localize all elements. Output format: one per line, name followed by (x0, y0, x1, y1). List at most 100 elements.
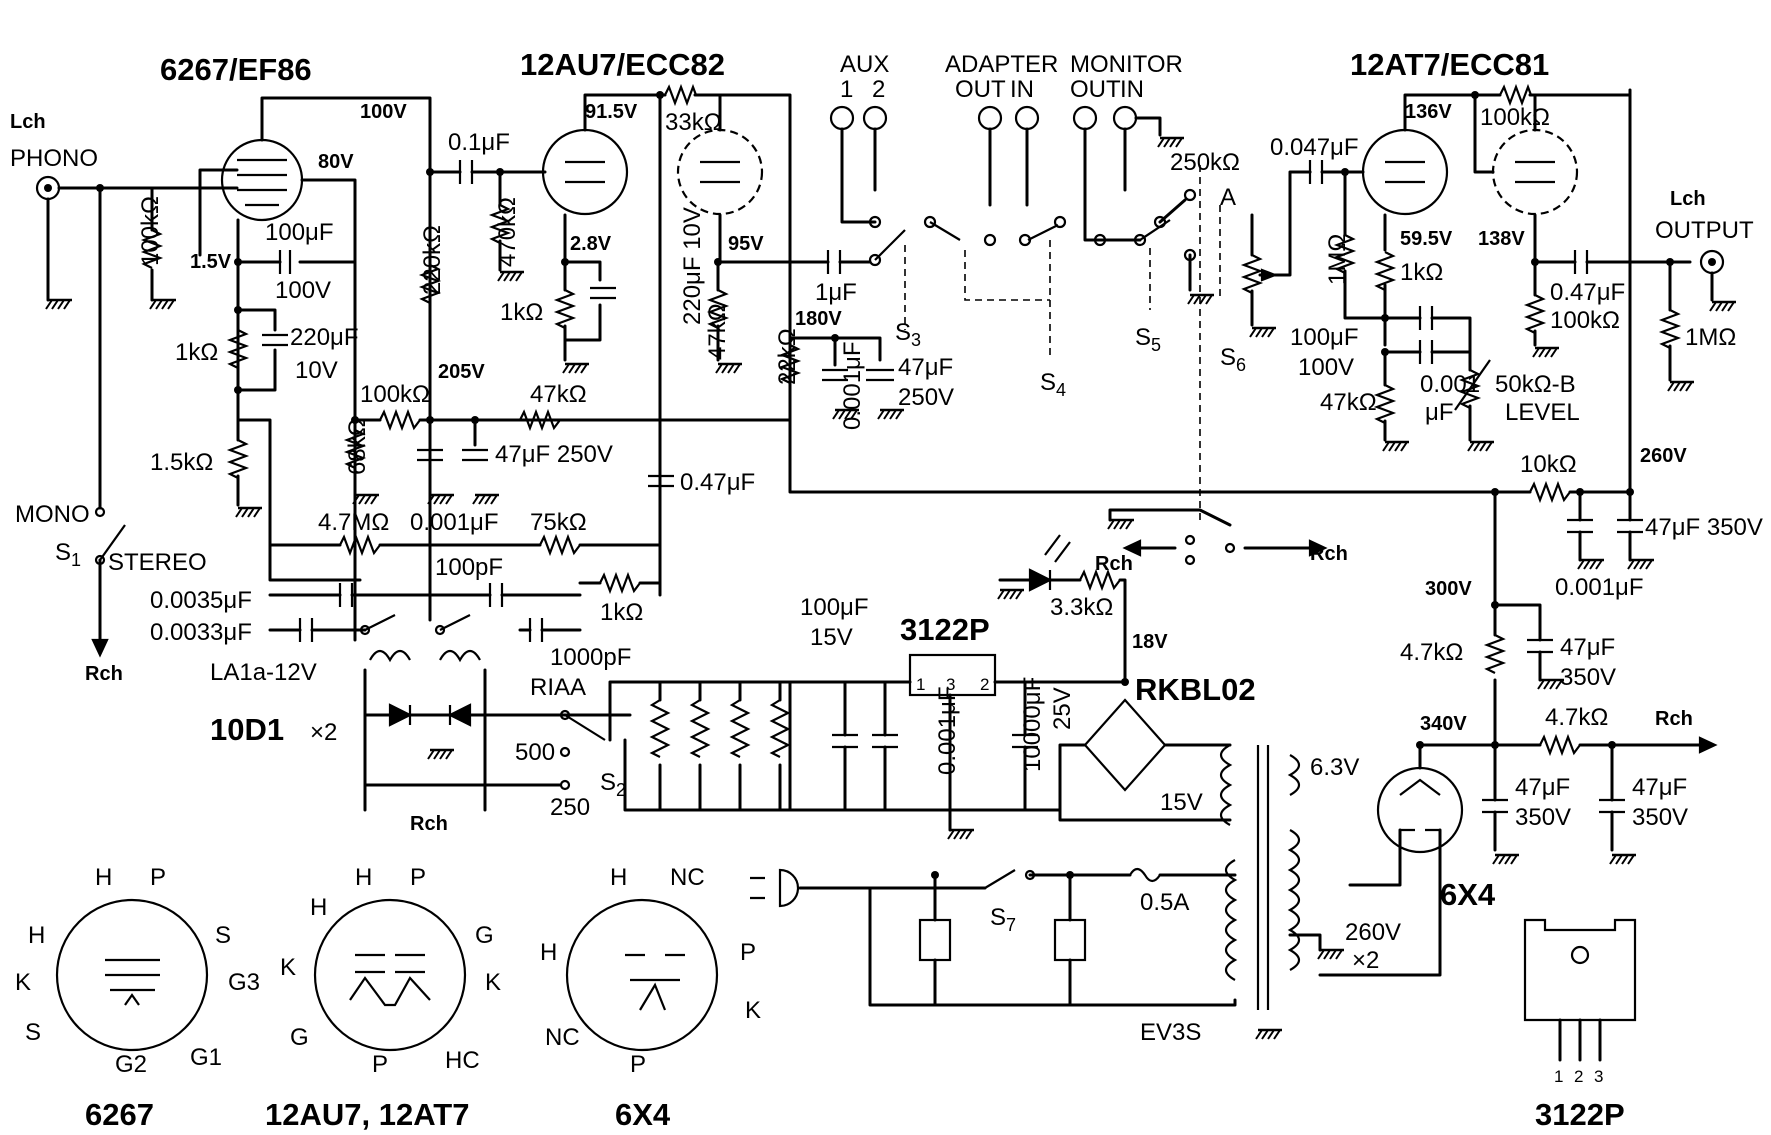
lch-output-label: Lch (1670, 188, 1706, 210)
r47k-v2-label: 47kΩ (704, 303, 731, 360)
c0001-v3-label: 0.001 (1420, 371, 1480, 398)
v915-label: 91.5V (585, 101, 638, 123)
c1000p-label: 1000pF (550, 644, 631, 671)
stereo-label: STEREO (108, 549, 207, 576)
c01u-label: 0.1μF (448, 129, 510, 156)
c047-label: 0.47μF (680, 469, 755, 496)
rect-label: 6X4 (1440, 877, 1496, 912)
in2-label: IN (1120, 76, 1144, 103)
r47k-ps2-label: 4.7kΩ (1545, 704, 1608, 731)
reg-pin2-label: 2 (980, 675, 989, 694)
r47m-label: 4.7MΩ (318, 509, 389, 536)
basing-6x4: 6X4 P NC H H NC P K (540, 864, 761, 1132)
c100p-label: 100pF (435, 554, 503, 581)
b1-pin-g3: G3 (228, 969, 260, 996)
c0001-v3-u-label: μF (1425, 399, 1454, 426)
pkg-pin2: 2 (1574, 1067, 1583, 1086)
v595-label: 59.5V (1400, 228, 1453, 250)
r100k-v3-label: 100kΩ (1480, 104, 1550, 131)
r1k-fb-label: 1kΩ (600, 599, 643, 626)
c100u-v3-label: 100μF (1290, 324, 1359, 351)
b1-pin-k: K (15, 969, 31, 996)
s6-label: S6 (1220, 344, 1246, 375)
monitor-label: MONITOR (1070, 51, 1183, 78)
v260-label: 260V (1640, 445, 1687, 467)
b2-pin-k1: K (280, 954, 296, 981)
jack-aux1 (829, 105, 855, 131)
c100u-v3-v-label: 100V (1298, 354, 1354, 381)
r1k-v3-label: 1kΩ (1400, 259, 1443, 286)
c1u-label: 1μF (815, 279, 857, 306)
relay-label: LA1a-12V (210, 659, 317, 686)
aux-label: AUX (840, 51, 889, 78)
c47u-a-v-label: 250V (898, 384, 954, 411)
pot250k-label: 250kΩ (1170, 149, 1240, 176)
v136-label: 136V (1405, 101, 1452, 123)
b3-pin-k: K (745, 997, 761, 1024)
pkg-pin1: 1 (1554, 1067, 1563, 1086)
c10000-label: 10000μF (1019, 677, 1046, 772)
out1-label: OUT (955, 76, 1006, 103)
b1-pin-g2: G2 (115, 1051, 147, 1078)
b1-pin-g1: G1 (190, 1044, 222, 1071)
tube-v3-label: 12AT7/ECC81 (1350, 47, 1549, 82)
c47u-ps1-label: 47μF (1560, 634, 1615, 661)
v180-label: 180V (795, 308, 842, 330)
jack-monitor-out (1072, 105, 1098, 131)
in1-label: IN (1010, 76, 1034, 103)
trans-label: EV3S (1140, 1019, 1201, 1046)
pkg-pin3: 3 (1594, 1067, 1603, 1086)
pot50k-label: 50kΩ-B (1495, 371, 1576, 398)
basing-6x4-title: 6X4 (615, 1097, 671, 1132)
c00033-label: 0.0033μF (150, 619, 252, 646)
v138-label: 138V (1478, 228, 1525, 250)
r1k-k1-label: 1kΩ (175, 339, 218, 366)
c0001-b-label: 0.001μF (410, 509, 499, 536)
r1k-v2-label: 1kΩ (500, 299, 543, 326)
r100k-in-label: 100kΩ (137, 196, 164, 266)
t63-label: 6.3V (1310, 754, 1359, 781)
basing-6267-title: 6267 (85, 1097, 154, 1132)
r220k-label: 220kΩ (419, 225, 446, 295)
v95-label: 95V (728, 233, 764, 255)
bridge-rectifier (1083, 698, 1167, 792)
jack-adapter-out (977, 105, 1003, 131)
b3-pin-h1: H (540, 939, 557, 966)
b2-pin-g2: G (475, 922, 494, 949)
t260-label: 260V (1345, 919, 1401, 946)
diode-label: 10D1 (210, 712, 284, 747)
c47u-ps2-v-label: 350V (1515, 804, 1571, 831)
surge-absorber-2 (1053, 918, 1087, 962)
b2-pin-h1: H (310, 894, 327, 921)
v205-label: 205V (438, 361, 485, 383)
rch-ref-5: Rch (1655, 708, 1693, 730)
tube-v2-label: 12AU7/ECC82 (520, 47, 725, 82)
r500-label: 500 (515, 739, 555, 766)
b2-pin-g1: G (290, 1024, 309, 1051)
b2-pin-h2: H (355, 864, 372, 891)
lch-input-label: Lch (10, 111, 46, 133)
r100k-out-label: 100kΩ (1550, 307, 1620, 334)
rch-ref-2: Rch (1095, 553, 1133, 575)
phono-label: PHONO (10, 145, 98, 172)
c0001-c-label: 0.001μF (1555, 574, 1644, 601)
v340-label: 340V (1420, 713, 1467, 735)
b1-pin-h2: H (95, 864, 112, 891)
v15-label: 1.5V (190, 251, 232, 273)
fuse-label: 0.5A (1140, 889, 1189, 916)
c0001-a-label: 0.001μF (839, 341, 866, 430)
v3-envelope (1361, 128, 1449, 216)
r33k-led-label: 3.3kΩ (1050, 594, 1113, 621)
reg-pin1-label: 1 (916, 675, 925, 694)
b2-pin-k2: K (485, 969, 501, 996)
adapter-label: ADAPTER (945, 51, 1058, 78)
c10000-v-label: 25V (1049, 687, 1076, 730)
level-label: LEVEL (1505, 399, 1580, 426)
v100-label: 100V (360, 101, 407, 123)
b3-pin-nc1: NC (545, 1024, 580, 1051)
jack-adapter-in (1014, 105, 1040, 131)
c100u-label: 100μF (265, 219, 334, 246)
r470k-label: 470kΩ (494, 197, 521, 267)
tube-v1-label: 6267/EF86 (160, 52, 312, 87)
jack-monitor-in (1112, 105, 1138, 131)
